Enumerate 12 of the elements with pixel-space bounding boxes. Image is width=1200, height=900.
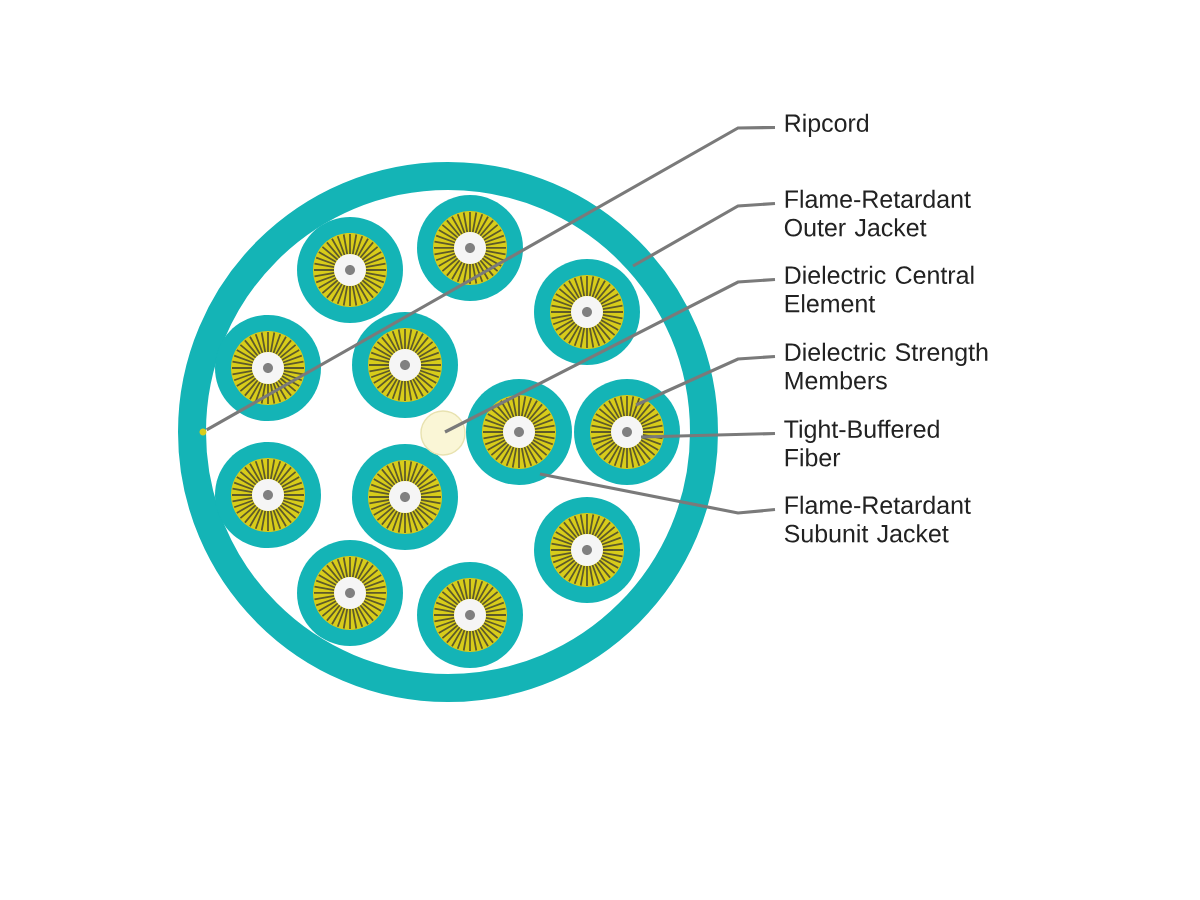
leader-line	[640, 431, 776, 439]
leader-line	[444, 277, 776, 434]
callout-label: Tight-Buffered Fiber	[784, 419, 939, 467]
leader-line	[635, 354, 776, 407]
leader-line	[632, 201, 776, 268]
callout-label: Ripcord	[785, 113, 869, 137]
callout-label: Flame-Retardant Subunit Jacket	[784, 495, 971, 543]
leader-line	[539, 472, 776, 515]
callout-label: Dielectric Strength Members	[785, 342, 988, 390]
ripcord	[199, 428, 207, 436]
callout-label: Flame-Retardant Outer Jacket	[784, 189, 971, 237]
callout-label: Dielectric Central Element	[785, 265, 974, 313]
